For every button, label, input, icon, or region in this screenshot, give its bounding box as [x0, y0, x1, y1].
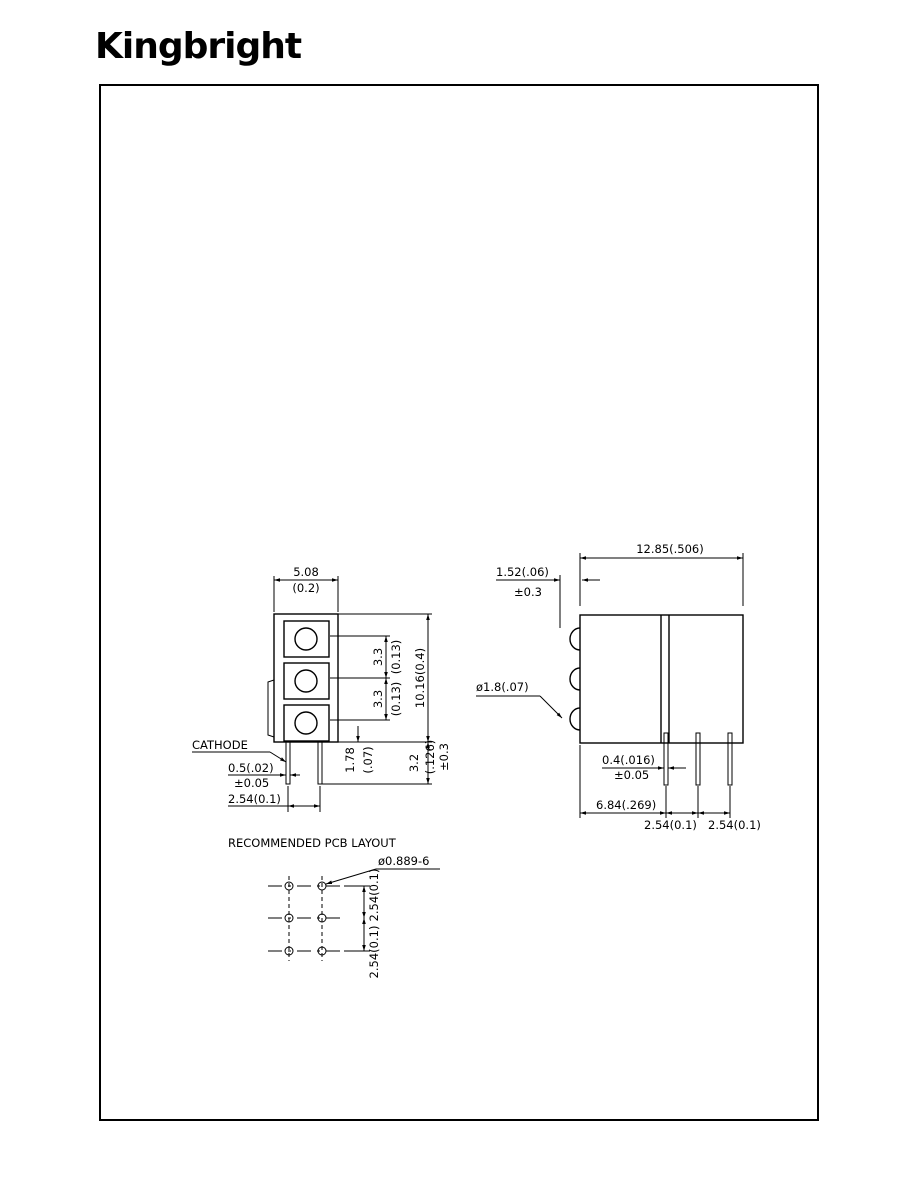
dim-lens-diameter: ø1.8(.07): [476, 680, 529, 694]
dim-pitch-bottom: 3.3: [371, 690, 385, 708]
dim-standoff: 1.78: [343, 747, 357, 773]
dim-lead-offset: 6.84(.269): [596, 798, 656, 812]
dim-lead-length-tol: ±0.3: [437, 743, 451, 771]
lens-top: [569, 627, 581, 651]
pcb-hole: [317, 881, 327, 891]
pcb-row-pitch-1: 2.54(0.1): [367, 869, 381, 922]
front-view: 5.08 (0.2) 3.3 (0.13) 3.3 (0.13) 10.16(0…: [192, 565, 451, 812]
dim-side-pitch-2: 2.54(0.1): [708, 818, 761, 832]
pcb-layout-title: RECOMMENDED PCB LAYOUT: [228, 836, 397, 850]
dim-length: 12.85(.506): [636, 542, 704, 556]
lead-anode: [317, 741, 323, 785]
dim-lead-pitch: 2.54(0.1): [228, 792, 281, 806]
brand-logo: Kingbright: [95, 26, 302, 67]
pcb-layout: RECOMMENDED PCB LAYOUT ø0.889-6 2.54(0.1…: [228, 836, 440, 978]
led-window-bottom: [283, 704, 330, 742]
dim-height: 10.16(0.4): [413, 648, 427, 708]
lens-middle: [569, 667, 581, 691]
pcb-hole: [284, 913, 294, 923]
drawing-frame: [99, 84, 819, 1121]
pcb-hole: [317, 946, 327, 956]
dim-lead-thickness-tol: ±0.05: [614, 768, 649, 782]
pcb-row-pitch-2: 2.54(0.1): [367, 926, 381, 979]
lead-cathode: [285, 741, 291, 785]
side-tab: [267, 679, 275, 738]
dim-lead-width-tol: ±0.05: [234, 776, 269, 790]
led-window-middle: [283, 662, 330, 700]
side-lead-1: [663, 732, 669, 786]
dim-lead-thickness: 0.4(.016): [602, 753, 655, 767]
dim-lead-length-in: (.126): [423, 740, 437, 775]
pcb-hole-size: ø0.889-6: [378, 854, 429, 868]
lens-bottom: [569, 707, 581, 731]
led-window-top: [283, 620, 330, 658]
pcb-hole: [284, 946, 294, 956]
pcb-hole: [284, 881, 294, 891]
dim-lens-protrusion-tol: ±0.3: [514, 585, 542, 599]
dim-side-pitch-1: 2.54(0.1): [644, 818, 697, 832]
dim-width-in: (0.2): [292, 581, 319, 595]
side-view: 12.85(.506) 1.52(.06) ±0.3 ø1.8(.07) 0.4…: [476, 542, 761, 832]
dim-lead-width: 0.5(.02): [228, 761, 274, 775]
dim-width: 5.08: [293, 565, 319, 579]
side-lead-2: [695, 732, 701, 786]
side-lead-3: [727, 732, 733, 786]
dim-pitch-bottom-in: (0.13): [389, 682, 403, 717]
cathode-label: CATHODE: [192, 738, 248, 752]
dim-lead-length: 3.2: [407, 754, 421, 772]
dim-standoff-in: (.07): [361, 746, 375, 773]
dim-lens-protrusion: 1.52(.06): [496, 565, 549, 579]
dim-pitch-top-in: (0.13): [389, 640, 403, 675]
pcb-hole: [317, 913, 327, 923]
dim-pitch-top: 3.3: [371, 648, 385, 666]
